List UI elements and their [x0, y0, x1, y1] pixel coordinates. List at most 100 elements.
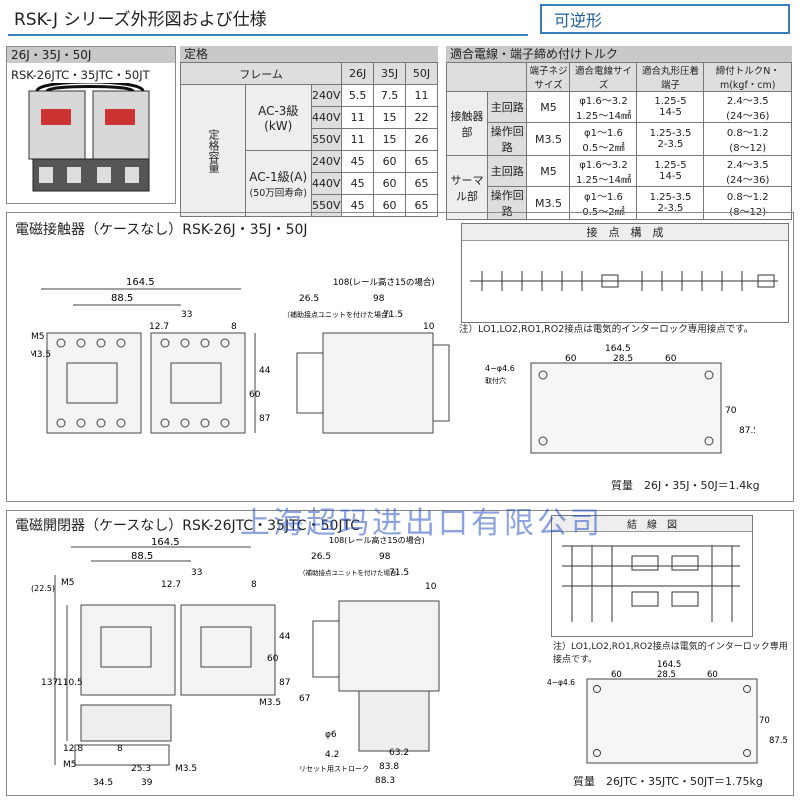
value: 5.5 [341, 84, 375, 107]
value: 15 [373, 128, 407, 151]
dim: 26.5 [311, 552, 331, 562]
series-label: 26J・35J・50J [7, 47, 175, 63]
screw: M5 [526, 155, 571, 187]
side-view-drawing: 108(レール高さ15の場合) 26.5 98 71.5 10 （補助接点ユニッ… [283, 277, 450, 434]
dim: 164.5 [657, 660, 681, 670]
dim: 44.5 [279, 632, 291, 642]
value: 11 [341, 106, 375, 129]
type-badge: 可逆形 [540, 4, 790, 34]
dim: 164.5 [151, 537, 180, 548]
wiring-diagram-box: 結 線 図 [551, 515, 753, 637]
dim: 取付穴 [485, 376, 506, 385]
frame-col: 50J [405, 62, 438, 85]
value: 45 [341, 172, 375, 195]
dim-width: 164.5 [126, 277, 155, 288]
dim: 12.8 [63, 744, 83, 754]
page-title: RSK-J シリーズ外形図および仕様 [14, 10, 267, 30]
group-label: サーマル部 [446, 155, 488, 220]
circuit: 主回路 [486, 91, 528, 123]
voltage: 240V [310, 84, 343, 107]
contact-layout-diagram [470, 271, 778, 291]
section1-title: 電磁接触器（ケースなし）RSK-26J・35J・50J [15, 222, 308, 238]
dim: 98 [379, 552, 391, 562]
wire-table: 端子ネジサイズ 適合電線サイズ 適合丸形圧着端子 締付トルクN・m(kgf・cm… [445, 62, 792, 220]
dim: 60 [565, 354, 577, 364]
value: 65 [405, 194, 438, 217]
value: 15 [373, 106, 407, 129]
dim: 34.5 [93, 778, 113, 788]
voltage: 440V [310, 172, 343, 195]
dim: M5 [61, 578, 75, 588]
base-view-drawing-2: 164.5 60 28.5 60 70 87.5 4−φ4.6 [547, 660, 787, 764]
value: 65 [405, 172, 438, 195]
rating-table-box: 定格 フレーム 26J 35J 50J 定格容量 AC-3級(kW) 240V … [179, 46, 438, 217]
watermark-text: 上海超玛进出口有限公司 [240, 506, 603, 541]
wire-table-box: 適合電線・端子締め付けトルク 端子ネジサイズ 適合電線サイズ 適合丸形圧着端子 … [445, 46, 792, 220]
rated-label: 定格容量 [180, 84, 246, 217]
dim: 4−φ4.6 [485, 364, 515, 373]
value: 60 [373, 150, 407, 173]
dim: 87.5 [769, 736, 787, 746]
frame-col: 26J [341, 62, 375, 85]
value: 22 [405, 106, 438, 129]
dim: 33 [181, 310, 192, 320]
rating-table: フレーム 26J 35J 50J 定格容量 AC-3級(kW) 240V 5.5… [179, 62, 438, 217]
dim: M5 [31, 332, 45, 342]
dim: 71.5 [383, 310, 403, 320]
dim: M5 [63, 760, 77, 770]
dim: 88.3 [375, 776, 395, 786]
screw: M3.5 [526, 122, 571, 156]
value: 60 [373, 194, 407, 217]
dim: 83.8 [379, 762, 399, 772]
product-photo [28, 80, 150, 192]
value: 45 [341, 194, 375, 217]
dim: 71.5 [389, 568, 409, 578]
value: 11 [341, 128, 375, 151]
model-label: RSK-26JTC・35JTC・50JT [11, 68, 150, 82]
contactor-section: 電磁接触器（ケースなし）RSK-26J・35J・50J 接 点 構 成 注）LO… [6, 212, 794, 502]
dim: 87.5 [259, 414, 271, 424]
value: 11 [405, 84, 438, 107]
dim: 70 [725, 406, 737, 416]
front-view-drawing-2: 164.5 88.5 33 12.7 8 44.5 60 87.5 (22.5)… [31, 537, 291, 788]
dim: 12.7 [149, 322, 169, 332]
rating-section-label: 定格 [180, 46, 438, 62]
dim: 8 [117, 744, 123, 754]
dim: 110.5 [57, 678, 83, 688]
voltage: 550V [310, 128, 343, 151]
dim: 8 [251, 580, 257, 590]
dim: 8 [231, 322, 237, 332]
section1-note: 注）LO1,LO2,RO1,RO2接点は電気的インターロック専用接点です。 [459, 324, 754, 335]
ac3-group: AC-3級(kW) [245, 84, 312, 151]
voltage: 240V [310, 150, 343, 173]
dim: 60 [707, 670, 718, 680]
dim: 12.7 [161, 580, 181, 590]
wire-section-label: 適合電線・端子締め付けトルク [446, 46, 792, 62]
wiring-title: 結 線 図 [552, 516, 752, 532]
dim: 98 [373, 294, 385, 304]
dim: リセット用ストローク [299, 765, 369, 773]
dim: 60 [249, 390, 261, 400]
side-view-drawing-2: 108(レール高さ15の場合) 26.5 98 71.5 10 （補助接点ユニッ… [299, 535, 440, 786]
product-box: 26J・35J・50J RSK-26JTC・35JTC・50JT [6, 46, 176, 204]
dim: 44.5 [259, 366, 271, 376]
screw: M3.5 [526, 186, 571, 220]
dim: 4.2 [325, 750, 339, 760]
dim: 63.2 [389, 748, 409, 758]
dim: M3.5 [175, 764, 197, 774]
group-label: 接触器部 [446, 91, 488, 156]
dim: 60 [267, 654, 279, 664]
base-view-drawing: 164.5 60 28.5 60 70 87.5 4−φ4.6 取付穴 [485, 344, 755, 454]
col-header: 適合電線サイズ [569, 62, 638, 92]
circuit: 操作回路 [486, 122, 528, 156]
dim: 137 [41, 678, 58, 688]
col-header: 締付トルクN・m(kgf・cm) [703, 62, 792, 92]
dim: M3.5 [31, 350, 51, 360]
dim: 70 [759, 716, 770, 726]
dim: 28.5 [613, 354, 633, 364]
value: 26 [405, 128, 438, 151]
voltage: 550V [310, 194, 343, 217]
frame-header: フレーム [179, 62, 343, 85]
section2-note: 注）LO1,LO2,RO1,RO2接点は電気的インターロック専用接点です。 [553, 642, 788, 665]
ac1-group: AC-1級(A)(50万回寿命) [245, 150, 312, 217]
